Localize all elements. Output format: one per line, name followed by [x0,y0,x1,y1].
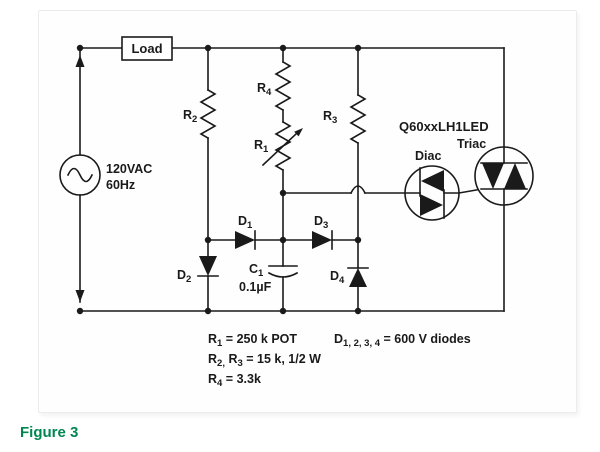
resistor-r2 [199,47,217,241]
junction-dots [76,44,362,315]
source-frequency-label: 60Hz [106,178,136,192]
potentiometer-r1 [261,120,303,241]
note-r2-r3-value: R2, R3 = 15 k, 1/2 W [208,352,321,369]
triac-symbol [474,47,534,312]
source-voltage-label: 120VAC [106,162,153,176]
diode-row [207,230,359,250]
figure-caption: Figure 3 [20,424,79,441]
pot-arrow-head [294,128,303,137]
wire-hop [349,185,367,195]
diac-symbol [404,165,460,221]
wire-gate [282,185,483,195]
label-r1: R1 [254,138,269,155]
capacitor-c1 [267,239,299,312]
label-d2: D2 [177,268,192,285]
label-c1-value: 0.1µF [239,280,272,294]
label-triac: Triac [457,137,487,151]
ac-source [59,47,101,303]
note-r4-value: R4 = 3.3k [208,372,261,389]
note-r1-value: R1 = 250 k POT [208,332,298,349]
note-diodes-value: D1, 2, 3, 4 = 600 V diodes [334,332,471,349]
label-d3: D3 [314,214,329,231]
label-diac: Diac [415,149,442,163]
label-c1: C1 [249,262,264,279]
load-label: Load [131,41,163,56]
current-arrow-up [75,55,85,67]
resistor-r3 [349,47,367,241]
diode-d4 [347,239,369,312]
diode-d1 [235,230,256,250]
label-d4: D4 [330,269,345,286]
label-r4: R4 [257,81,272,98]
resistor-r4 [274,47,292,123]
figure-card [38,10,577,413]
diode-d3 [312,230,333,250]
current-arrow-down [75,290,85,302]
sine-wave-icon [66,167,94,183]
label-r2: R2 [183,108,198,125]
label-d1: D1 [238,214,253,231]
label-r3: R3 [323,109,338,126]
load-box [121,36,173,61]
label-part-number: Q60xxLH1LED [399,119,489,134]
diode-d2 [197,239,219,312]
